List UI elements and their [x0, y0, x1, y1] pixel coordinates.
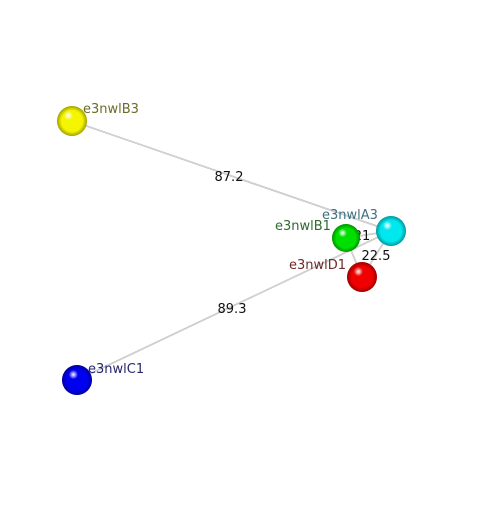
edge-highlight	[76, 230, 392, 381]
node-shading	[332, 224, 360, 252]
node-shading	[376, 216, 406, 246]
node-label-e3nwlB3: e3nwlB3	[83, 102, 139, 117]
edge-highlight	[71, 120, 392, 232]
edge-label: 87.2	[215, 170, 244, 185]
node-label-e3nwlC1: e3nwlC1	[88, 362, 144, 377]
edge-label: 22.5	[362, 249, 391, 264]
node-label-e3nwlA3: e3nwlA3	[322, 208, 378, 223]
edge-label: 89.3	[218, 302, 247, 317]
node-shading	[57, 106, 87, 136]
node-shading	[62, 365, 92, 395]
node-label-e3nwlD1: e3nwlD1	[289, 258, 346, 273]
nodes-layer	[57, 106, 406, 395]
node-label-e3nwlB1: e3nwlB1	[275, 219, 331, 234]
node-shading	[347, 262, 377, 292]
